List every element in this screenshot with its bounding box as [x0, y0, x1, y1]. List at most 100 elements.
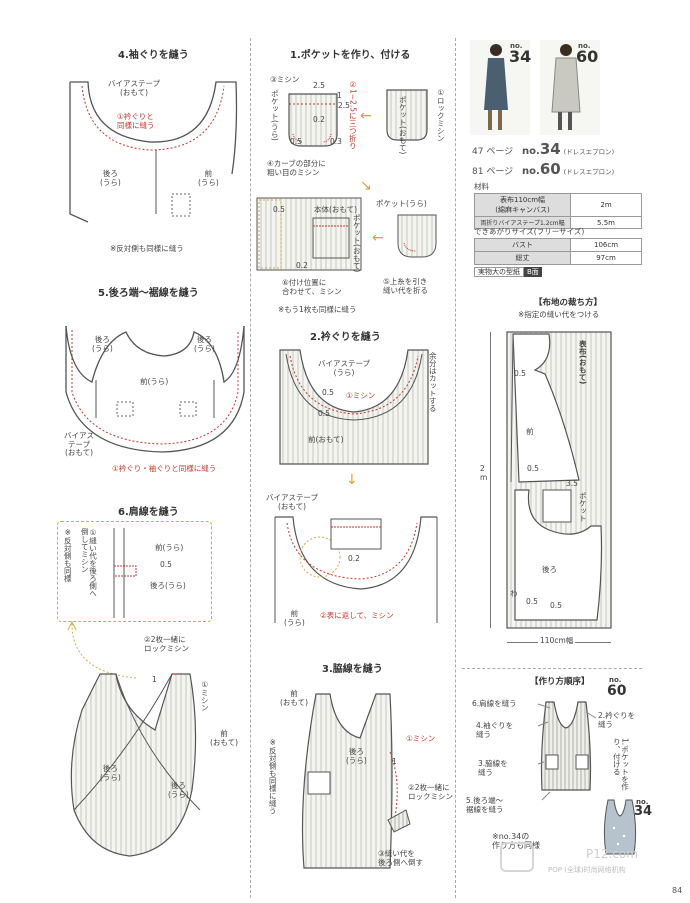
sec1-dim-03: 0.3: [330, 137, 342, 146]
sec1-pocket-front-vertical: ポケット(おもて): [398, 96, 408, 155]
sec1-arrow-down: ↘: [360, 178, 372, 194]
page-ref-34: 47 ページ no.34 (ドレスエプロン): [472, 140, 614, 158]
sec6-detail-box: [57, 521, 212, 622]
cutting-dim-35: 3.5: [566, 479, 578, 488]
sec1-body-front: 本体(おもて): [314, 205, 358, 214]
sec2-finish-diagram: [274, 516, 438, 623]
sec3-dim-1: 1: [392, 757, 397, 766]
size-table: バスト 106cm 総丈 97cm: [474, 238, 642, 265]
sec6-front: 前(うら): [155, 543, 184, 552]
sec6-seam: 0.5: [160, 560, 172, 569]
page-number: 84: [672, 886, 683, 895]
sec6-arrow: [67, 620, 137, 679]
materials-value: 5.5m: [570, 216, 642, 229]
sec2-title: 2.衿ぐりを縫う: [310, 332, 381, 343]
cutting-dim-05b: 0.5: [527, 464, 539, 473]
page-ref-60: 81 ページ no.60 (ドレスエプロン): [472, 160, 614, 178]
cutting-dim-05c: 0.5: [526, 597, 538, 606]
sec5-bias-tape: バイアス テープ (おもて): [64, 431, 94, 458]
sec1-step4: ④カーブの部分に 粗い目のミシン: [267, 159, 326, 177]
cutting-back: 後ろ: [542, 565, 557, 574]
model-60-number: 60: [576, 47, 599, 66]
sec1-step5: ⑤上糸を引き 縫い代を折る: [383, 277, 428, 295]
sec4-bias-tape: バイアステープ (おもて): [108, 79, 161, 97]
cutting-front: 前: [526, 427, 534, 436]
column-divider-right: [455, 38, 456, 898]
sec2-dim-02: 0.2: [348, 554, 360, 563]
sec1-arrow-left2: ←: [372, 230, 384, 246]
sec5-back-left: 後ろ (うら): [92, 335, 113, 353]
sec1-dim-02b: 0.2: [296, 261, 308, 270]
watermark-logo: [500, 842, 534, 872]
section-divider: [462, 668, 642, 669]
materials-item: 表布110cm幅 (綿麻キャンバス): [474, 193, 571, 217]
sec2-dim-05: 0.5: [322, 388, 334, 397]
sec1-pocket-diagram: [288, 93, 338, 147]
sec5-title: 5.後ろ端〜裾線を縫う: [98, 288, 199, 299]
page-ref-60-no: no.: [522, 166, 540, 177]
sec1-arrow-left: ←: [360, 108, 372, 124]
sec1-pocket-back-label: ポケット(うら): [376, 199, 427, 208]
sec1-pocket-front2-vertical: ポケット(おもて): [352, 214, 362, 273]
materials-heading: 材料: [474, 182, 489, 191]
cutting-fold: わ: [510, 589, 518, 598]
sec4-armhole-diagram: [69, 81, 238, 223]
sec3-side-diagram: [301, 693, 411, 869]
sec6-front-b: 前 (おもて): [210, 729, 239, 747]
sec1-pocket-front: [386, 89, 428, 141]
materials-item: 両折りバイアステープ1.2cm幅: [474, 216, 571, 229]
sec3-front-outer: 前 (おもて): [280, 689, 309, 707]
sec4-front: 前 (うら): [198, 169, 219, 187]
model-photo-34: [470, 40, 530, 135]
sec6-title: 6.肩線を縫う: [118, 507, 179, 518]
sec1-dim-02: 0.2: [313, 115, 325, 124]
sec2-bias-tape: バイアステープ (うら): [318, 359, 371, 377]
sec6-step2: ②2枚一緒に ロックミシン: [144, 635, 189, 653]
sec4-title: 4.袖ぐりを縫う: [118, 50, 189, 61]
sec6-back: 後ろ(うら): [150, 581, 186, 590]
pattern-badge: B面: [524, 267, 542, 277]
cutting-title: 【布地の裁ち方】: [534, 298, 603, 308]
sec1-step2-vertical: ②1−2.5に三つ折り: [348, 80, 358, 150]
sec1-dim-25b: 2.5: [338, 101, 350, 110]
sec1-note: ※もう1枚も同様に縫う: [278, 305, 357, 314]
size-value: 97cm: [570, 251, 642, 265]
sec6-num-1: 1: [152, 675, 157, 684]
sec1-dim-25: 2.5: [313, 81, 325, 90]
sec4-note: ※反対側も同様に縫う: [110, 244, 184, 253]
sec6-back-left: 後ろ (うら): [100, 764, 121, 782]
cutting-width: 110cm幅: [538, 636, 576, 646]
model-34-no: no.: [510, 42, 523, 50]
order-note: ※no.34の 作り方も同様: [492, 832, 540, 851]
sec5-back-right: 後ろ (うら): [194, 335, 215, 353]
materials-value: 2m: [570, 193, 642, 217]
sec1-step1-vertical: ①ロックミシン: [436, 88, 446, 142]
model-60-no: no.: [578, 42, 591, 50]
order-step3: 3.脇線を 縫う: [478, 759, 508, 777]
cutting-note: ※指定の縫い代をつける: [518, 310, 600, 319]
order-no: no.: [609, 676, 622, 684]
sec6-back-right: 後ろ (うら): [168, 781, 189, 799]
page-ref-34-no: no.: [522, 146, 540, 157]
sec1-dim-1: 1: [337, 91, 342, 100]
order-step6: 6.肩線を縫う: [472, 699, 517, 708]
materials-row: 表布110cm幅 (綿麻キャンバス) 2m: [474, 193, 642, 217]
sec5-hem-diagram: [65, 325, 245, 453]
sec2-neckline-diagram: [279, 349, 429, 465]
model-34-number: 34: [509, 47, 532, 66]
sec5-step1: ①衿ぐり・袖ぐりと同様に縫う: [112, 464, 217, 473]
sec4-back: 後ろ (うら): [100, 169, 121, 187]
cutting-dim-05a: 0.5: [514, 369, 526, 378]
sec3-step1: ①ミシン: [406, 734, 436, 743]
sec1-step6: ⑥付け位置に 合わせて、ミシン: [282, 278, 342, 296]
cutting-length: 2 m: [480, 464, 488, 483]
order-no34: no.: [636, 798, 649, 806]
page-ref-60-number: 60: [539, 160, 561, 178]
order-step2: 2.衿ぐりを 縫う: [598, 711, 636, 729]
sec1-pocket-fold: [397, 214, 437, 258]
model-photo-60: [540, 40, 600, 135]
sec3-title: 3.脇線を縫う: [322, 664, 383, 675]
order-number: 60: [607, 683, 627, 699]
size-item: バスト: [474, 238, 571, 252]
